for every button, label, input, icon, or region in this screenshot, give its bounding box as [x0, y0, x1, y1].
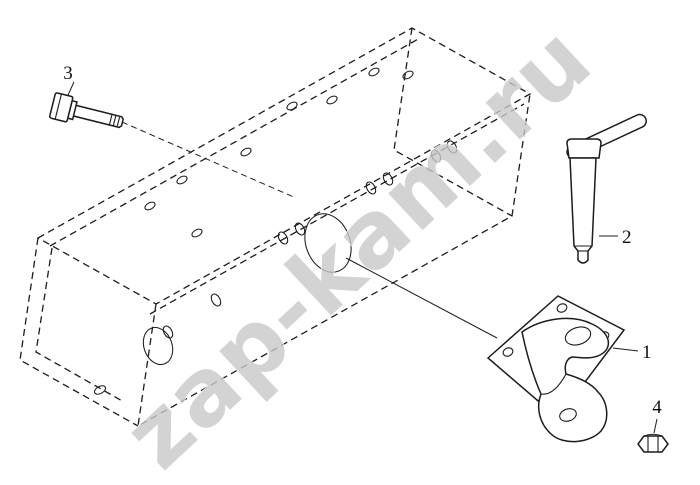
- hole: [294, 222, 306, 236]
- beam-top-inner-edge: [49, 37, 421, 247]
- hex-bolt: [48, 92, 124, 129]
- bracket-assembly-line: [345, 257, 498, 339]
- callout-part2: 2: [622, 227, 632, 248]
- bolt-axis-line: [121, 121, 297, 199]
- bolt-head: [48, 92, 74, 123]
- hole: [162, 325, 174, 339]
- callout-part1: 1: [642, 342, 652, 363]
- hole: [93, 385, 107, 395]
- hole: [402, 70, 414, 80]
- beam-large-holes: [142, 213, 352, 366]
- hole: [326, 95, 338, 105]
- hole: [502, 347, 514, 357]
- hole: [277, 231, 289, 245]
- hole: [430, 149, 442, 163]
- hole: [446, 140, 458, 154]
- nut-top-chamfer: [643, 433, 663, 437]
- hole: [286, 101, 298, 111]
- callouts: 3 2 1 4: [63, 63, 662, 434]
- watermark: zap-kam.ru: [104, 6, 612, 485]
- leader-part4: [653, 418, 658, 434]
- beam-right-end: [393, 27, 513, 217]
- beam-top-face: [36, 27, 532, 305]
- bolt-head-facet: [54, 93, 62, 120]
- beam-front-flange-edge: [149, 103, 525, 315]
- hole: [556, 303, 568, 313]
- beam-front-holes: [93, 140, 458, 395]
- beam-top-holes: [144, 67, 414, 238]
- callout-part4: 4: [652, 397, 662, 418]
- pin-body: [569, 157, 597, 264]
- pin-collar: [566, 138, 602, 159]
- jaw-pin-hole-lower: [559, 408, 577, 422]
- hole: [368, 67, 380, 77]
- towing-pin: [566, 113, 647, 264]
- lightening-hole: [142, 326, 174, 366]
- leader-part3: [67, 81, 75, 96]
- jaw-contour-line: [540, 373, 567, 395]
- lightening-hole: [304, 213, 352, 273]
- hex-nut: [637, 433, 669, 453]
- hole: [240, 147, 252, 157]
- bracket-jaw: [521, 317, 610, 443]
- nut-facet-lines: [647, 436, 659, 452]
- callout-part3: 3: [63, 63, 73, 84]
- beam-left-end: [19, 237, 139, 427]
- hole: [365, 181, 377, 195]
- beam-left-inner-profile: [35, 247, 125, 403]
- towing-jaw-bracket: [486, 295, 626, 443]
- hole: [382, 172, 394, 186]
- hole: [210, 293, 222, 307]
- hole: [144, 201, 156, 211]
- nut-body: [637, 435, 669, 453]
- beam-front-face: [137, 93, 531, 428]
- jaw-pin-hole-upper: [564, 326, 592, 346]
- bolt-thread-lines: [108, 114, 121, 127]
- frame-crossmember: [19, 27, 532, 428]
- hole: [191, 228, 203, 238]
- leader-part1: [612, 347, 639, 352]
- hole: [176, 175, 188, 185]
